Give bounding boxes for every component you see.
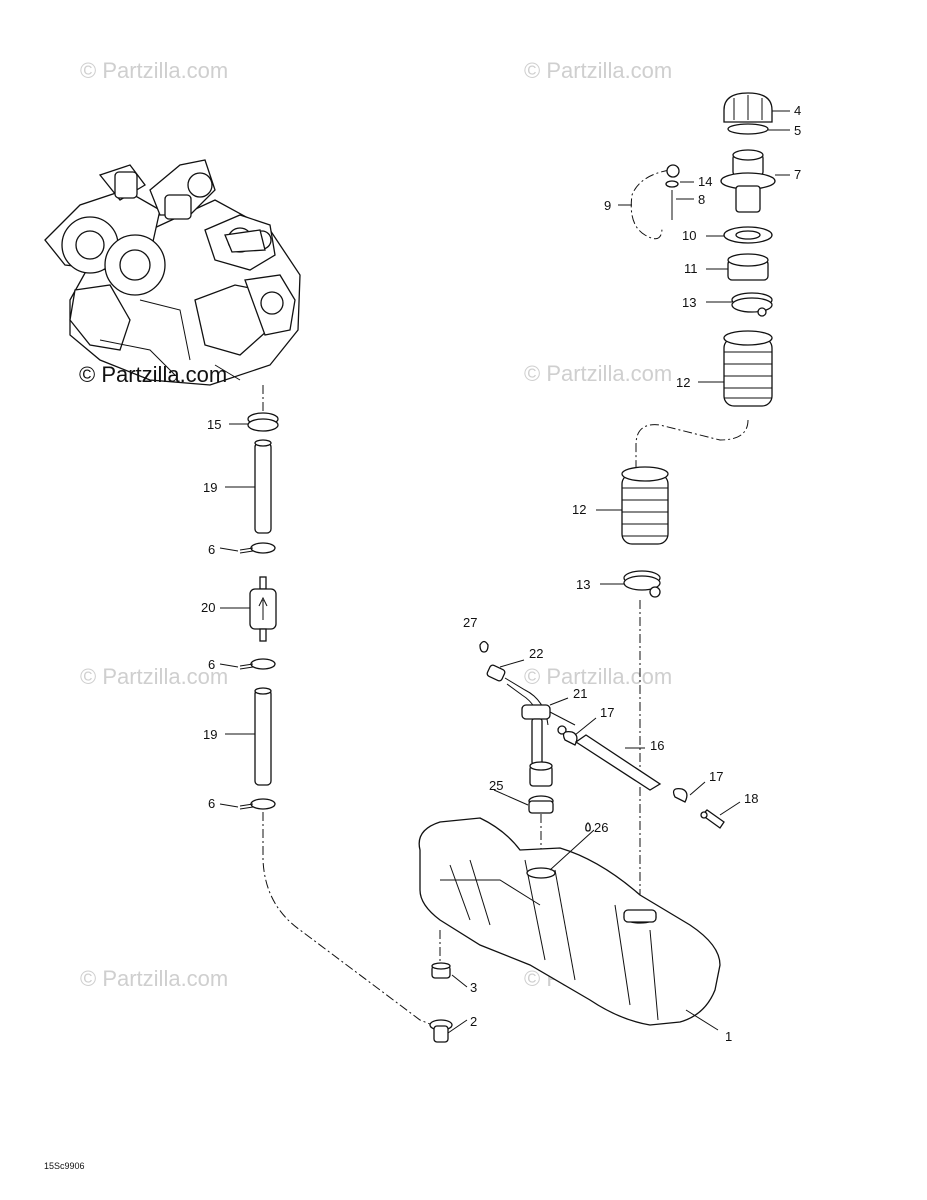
callout-15: 15 xyxy=(207,417,221,432)
callout-4: 4 xyxy=(794,103,801,118)
callout-2: 2 xyxy=(470,1014,477,1029)
left-hose-assembly xyxy=(239,385,436,1027)
callout-27: 27 xyxy=(463,615,477,630)
callout-22: 22 xyxy=(529,646,543,661)
callout-7: 7 xyxy=(794,167,801,182)
watermark: © Partzilla.com xyxy=(524,58,672,83)
watermark: © Partzilla.com xyxy=(80,58,228,83)
callout-6: 6 xyxy=(208,796,215,811)
watermark: © Partzilla.com xyxy=(524,664,672,689)
engine-illustration xyxy=(44,159,301,386)
fuel-tank xyxy=(418,817,721,1026)
leader-lines xyxy=(219,110,790,1034)
callout-1: 1 xyxy=(725,1029,732,1044)
callout-13: 13 xyxy=(682,295,696,310)
callout-21: 21 xyxy=(573,686,587,701)
watermarks: © Partzilla.com © Partzilla.com © Partzi… xyxy=(80,58,672,991)
callout-26: 26 xyxy=(594,820,608,835)
callout-20: 20 xyxy=(201,600,215,615)
callout-17: 17 xyxy=(600,705,614,720)
callout-12: 12 xyxy=(676,375,690,390)
callout-9: 9 xyxy=(604,198,611,213)
callout-19: 19 xyxy=(203,727,217,742)
callout-13: 13 xyxy=(576,577,590,592)
callout-10: 10 xyxy=(682,228,696,243)
callout-25: 25 xyxy=(489,778,503,793)
watermark: © Partzilla.com xyxy=(80,664,228,689)
callout-5: 5 xyxy=(794,123,801,138)
watermark-dark: © Partzilla.com xyxy=(79,362,227,387)
callout-17: 17 xyxy=(709,769,723,784)
reference-code: 15Sc9906 xyxy=(44,1161,85,1171)
callout-16: 16 xyxy=(650,738,664,753)
callout-3: 3 xyxy=(470,980,477,995)
watermark: © Partzilla.com xyxy=(524,361,672,386)
callout-6: 6 xyxy=(208,542,215,557)
callout-8: 8 xyxy=(698,192,705,207)
callout-19: 19 xyxy=(203,480,217,495)
callout-12: 12 xyxy=(572,502,586,517)
callout-11: 11 xyxy=(684,261,698,276)
tank-fittings xyxy=(429,930,453,1043)
vent-assembly xyxy=(479,640,725,868)
filler-assembly xyxy=(621,92,776,905)
callout-18: 18 xyxy=(744,791,758,806)
callout-14: 14 xyxy=(698,174,712,189)
callout-6: 6 xyxy=(208,657,215,672)
watermark: © Partzilla.com xyxy=(80,966,228,991)
callout-numbers: 4 5 7 14 8 9 10 11 13 12 12 13 15 19 6 2… xyxy=(201,103,801,1044)
